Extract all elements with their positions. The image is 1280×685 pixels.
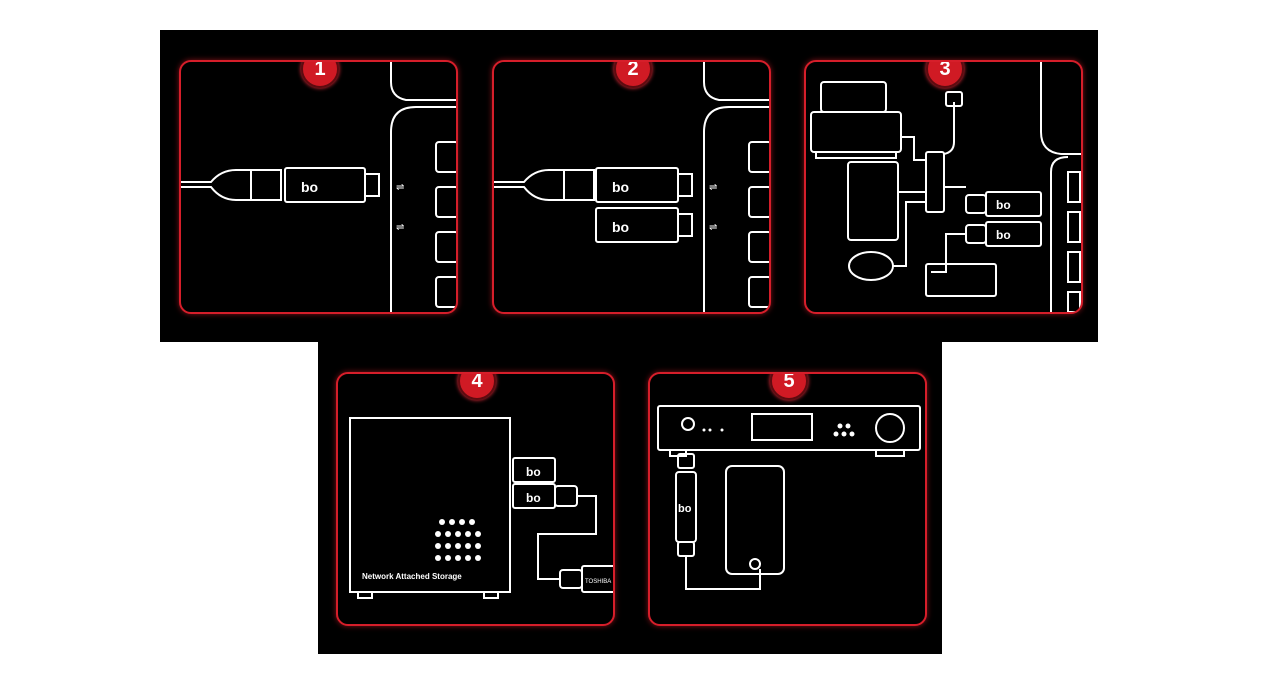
step-2-panel: bo bo ⇌ ⇌ 2 [492,60,771,314]
step-1-panel: bo ⇌ ⇌ 1 [179,60,458,314]
nas-device-icon [349,417,511,593]
step-2-illustration: bo bo ⇌ ⇌ [494,62,769,312]
step-1-illustration: bo ⇌ ⇌ [181,62,456,312]
usb-port-icon: ⇌ [709,222,717,233]
nas-vent-grid [435,519,481,561]
usb-port-icon: ⇌ [396,222,404,233]
power-plug-icon [945,91,963,107]
step-4-illustration: Network Attached Storage TOSHIBA bo bo [349,417,613,599]
usb-hub-icon [925,151,945,213]
smartphone-icon [725,465,785,575]
usb-port-icon: ⇌ [709,182,717,193]
adapter-logo: bo [301,179,318,195]
external-drive-icon [847,161,899,241]
adapter-logo: bo [996,198,1011,212]
adapter-logo: bo [612,179,629,195]
step-3-illustration: bo bo [810,62,1081,312]
card-reader-icon [925,263,997,297]
printer-icon [820,81,887,113]
audio-receiver-icon [657,405,921,451]
adapter-logo: bo [526,465,541,479]
step-5-illustration: bo [657,405,921,590]
usb-port-icon: ⇌ [396,182,404,193]
step-badge: 5 [770,374,808,400]
usb-drive-icon [581,565,613,593]
adapter-logo: bo [526,491,541,505]
step-4-panel: Network Attached Storage TOSHIBA bo bo 4 [336,372,615,626]
adapter-logo: bo [996,228,1011,242]
mouse-icon [848,251,894,281]
step-3-panel: bo bo 3 [804,60,1083,314]
adapter-logo: bo [612,219,629,235]
adapter-logo: bo [678,503,692,515]
step-5-panel: bo 5 [648,372,927,626]
nas-label: Network Attached Storage [362,572,462,581]
drive-label: TOSHIBA [585,579,611,585]
